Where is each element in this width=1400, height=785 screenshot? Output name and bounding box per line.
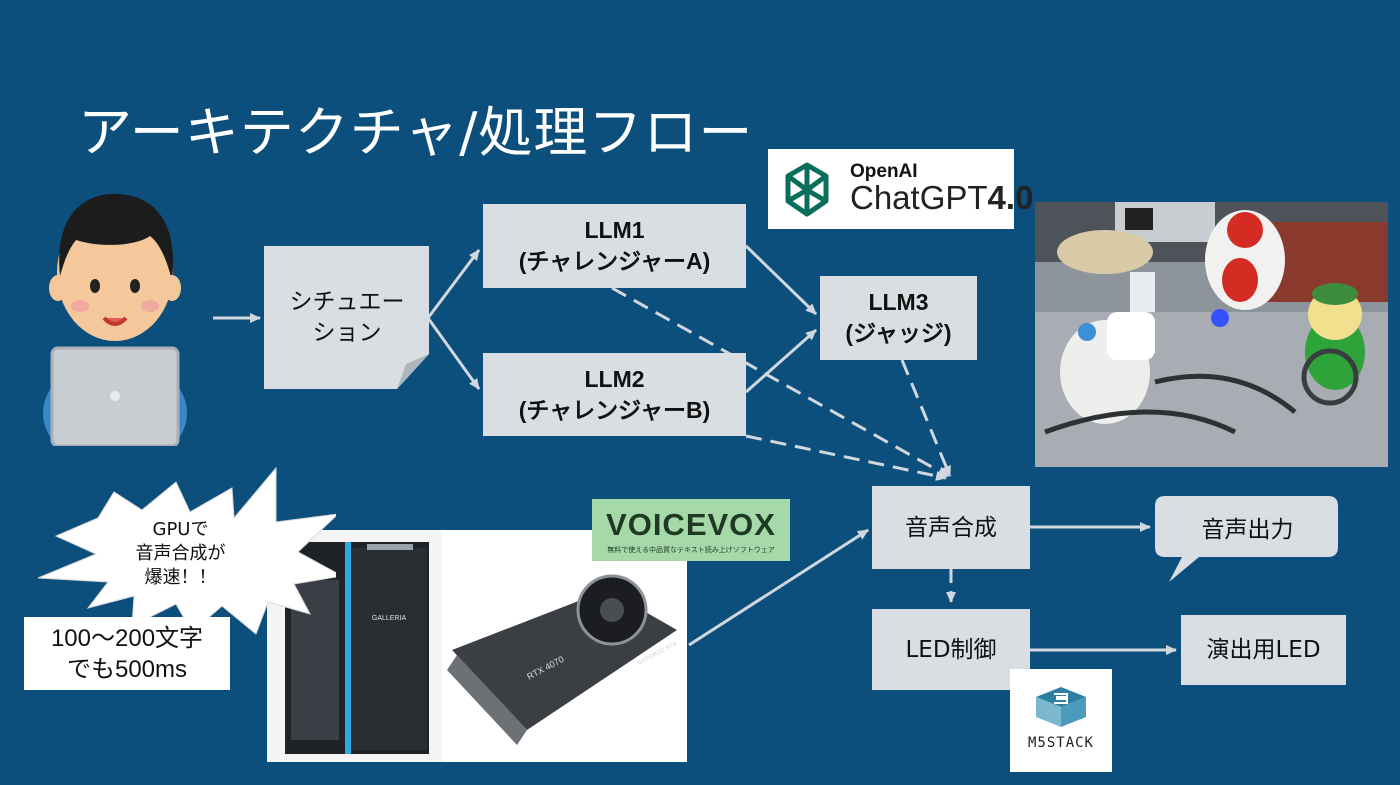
arrow-situation-llm1 [426, 249, 481, 319]
led-output-box: 演出用LED [1181, 615, 1346, 685]
situation-box: シチュエー ション [289, 289, 405, 346]
gpu-burst-callout-shape [37, 466, 336, 635]
tts-box: 音声合成 [872, 486, 1030, 569]
arrow-llm1-llm3 [744, 244, 818, 316]
openai-wordmark: OpenAI [850, 161, 918, 182]
voicevox-logo: VOICEVOX 無料で使える中品質なテキスト読み上げソフトウェア [592, 499, 790, 561]
chatgpt-version: 4.0 [987, 179, 1034, 216]
robots-photo-illustration [1035, 202, 1388, 467]
m5stack-cube-icon [1036, 687, 1086, 727]
llm3-label: LLM3 (ジャッジ) [845, 289, 952, 346]
led-output-label: 演出用LED [1206, 637, 1321, 663]
llm2-box: LLM2 (チャレンジャーB) [483, 353, 746, 436]
led-control-label: LED制御 [905, 636, 997, 663]
user-illustration [43, 193, 187, 446]
situation-box-shape [264, 246, 429, 389]
llm1-box: LLM1 (チャレンジャーA) [483, 204, 746, 288]
arrow-llm2-tts-dashed [745, 434, 947, 481]
llm3-box: LLM3 (ジャッジ) [820, 276, 977, 360]
openai-knot-icon [785, 162, 829, 217]
latency-note: 100〜200文字 でも500ms [24, 617, 230, 690]
voicevox-tagline: 無料で使える中品質なテキスト読み上げソフトウェア [607, 546, 775, 554]
tts-label: 音声合成 [905, 514, 997, 541]
robots-led-photo [1035, 202, 1388, 467]
pc-gpu-illustration: GALLERIA RTX 4070 GEFORCE RTX [267, 530, 678, 762]
slide-title: アーキテクチャ/処理フロー [78, 101, 754, 164]
audio-output-label: 音声出力 [1201, 516, 1294, 543]
arrow-llm2-llm3 [745, 328, 817, 394]
audio-output-bubble-shape [1155, 496, 1338, 582]
arrow-hardware-tts [688, 528, 869, 647]
gpu-burst-text: GPUで 音声合成が 爆速！！ [135, 519, 226, 588]
hardware-image: GALLERIA RTX 4070 GEFORCE RTX [267, 530, 687, 762]
galleria-brand: GALLERIA [372, 615, 407, 622]
arrow-situation-llm2 [426, 317, 481, 390]
llm2-label: LLM2 (チャレンジャーB) [518, 365, 711, 423]
llm1-label: LLM1 (チャレンジャーA) [518, 217, 711, 274]
m5stack-wordmark: M5STACK [1027, 735, 1094, 751]
led-control-box: LED制御 [872, 609, 1030, 690]
arrow-llm1-tts-dashed [611, 286, 949, 478]
arrow-llm3-tts-dashed [900, 359, 952, 477]
m5stack-logo: M5STACK [1010, 669, 1112, 772]
chatgpt-name: ChatGPT [850, 179, 988, 216]
openai-chatgpt-logo: OpenAI ChatGPT4.0 [768, 149, 1033, 229]
chatgpt-wordmark: ChatGPT4.0 [850, 179, 1033, 217]
voicevox-wordmark: VOICEVOX [606, 507, 776, 542]
